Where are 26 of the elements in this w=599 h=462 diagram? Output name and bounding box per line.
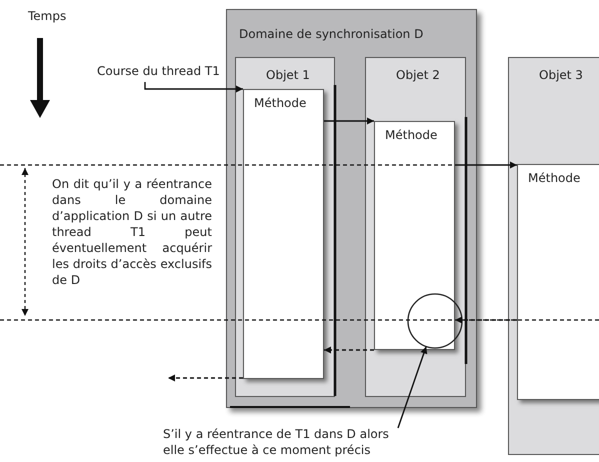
arrow xyxy=(455,162,517,168)
method-title: Méthode xyxy=(254,96,306,110)
method-box xyxy=(517,164,599,400)
object-title: Objet 2 xyxy=(396,68,440,82)
annotation-text: S’il y a réentrance de T1 dans D alors elle s’effectue à ce moment précis xyxy=(163,426,390,458)
sync-domain-box xyxy=(226,9,477,408)
arrow xyxy=(324,346,374,354)
domain-title: Domaine de synchronisation D xyxy=(239,27,424,41)
note-paragraph: On dit qu’il y a réentrance dans le domaine d’application D si un autre thread T1 peut éventuellement acquérir les droits d’accès exclusifs de D xyxy=(52,176,212,288)
method-title: Méthode xyxy=(385,128,438,142)
leader-line xyxy=(397,346,428,428)
arrow xyxy=(455,316,517,324)
method-box xyxy=(374,121,455,350)
object-box xyxy=(508,57,599,455)
time-label: Temps xyxy=(28,8,68,24)
object-title: Objet 1 xyxy=(266,68,310,82)
arrow xyxy=(324,118,374,124)
method-box xyxy=(243,89,324,379)
object-box xyxy=(235,57,335,397)
method-title: Méthode xyxy=(528,171,580,185)
arrow xyxy=(144,82,243,92)
thread-label: Course du thread T1 xyxy=(97,64,220,78)
object-box xyxy=(365,57,466,397)
highlight-circle xyxy=(407,293,463,349)
arrow xyxy=(168,374,243,382)
object-title: Objet 3 xyxy=(539,68,583,82)
